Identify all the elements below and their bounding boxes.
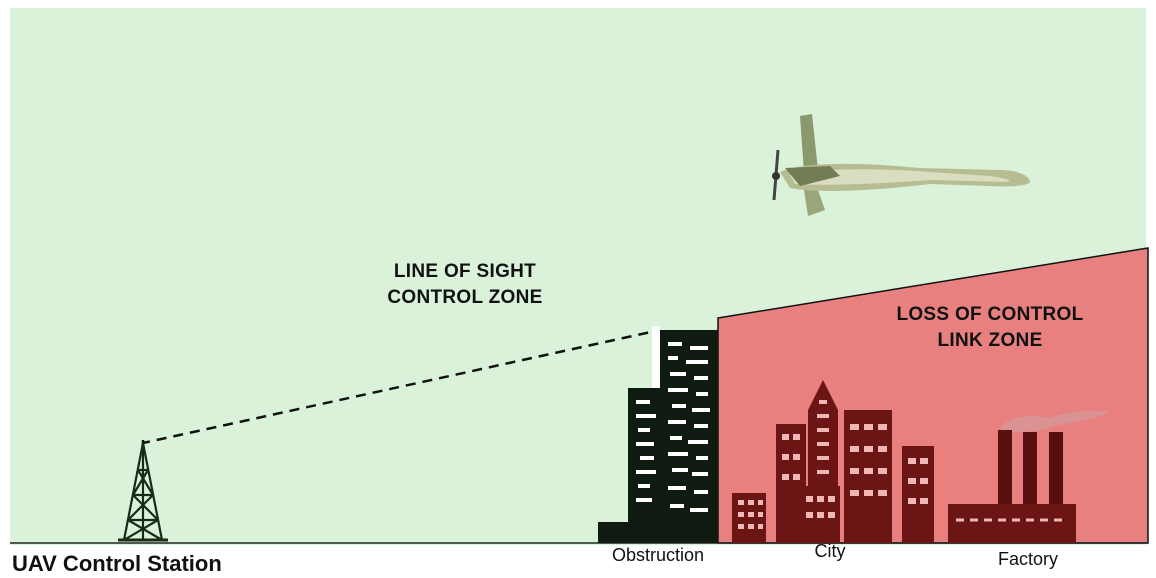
obstruction-label: Obstruction [598, 545, 718, 566]
factory-label: Factory [968, 549, 1088, 570]
los-label-line-1: LINE OF SIGHT [340, 259, 590, 285]
city-label: City [780, 541, 880, 562]
loss-of-control-zone-label: LOSS OF CONTROL LINK ZONE [855, 302, 1125, 354]
line-of-sight-zone-label: LINE OF SIGHT CONTROL ZONE [340, 259, 590, 311]
los-label-line-2: CONTROL ZONE [340, 285, 590, 311]
loss-label-line-2: LINK ZONE [855, 328, 1125, 354]
uav-control-station-label: UAV Control Station [12, 551, 222, 577]
loss-label-line-1: LOSS OF CONTROL [855, 302, 1125, 328]
